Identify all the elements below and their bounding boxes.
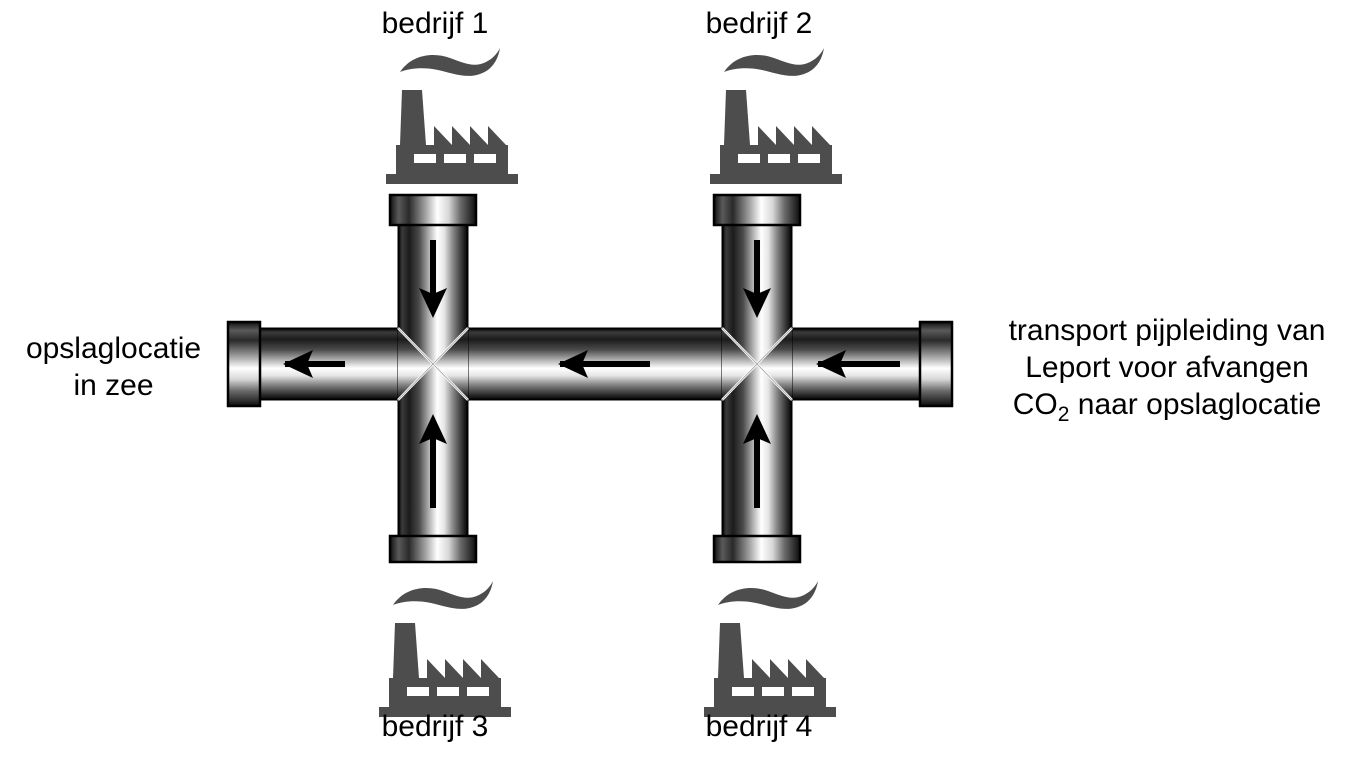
storage-label-line-2: in zee bbox=[73, 369, 154, 402]
co2-formula-text: CO bbox=[1012, 388, 1058, 421]
pipe-cross-junction-right bbox=[721, 327, 793, 401]
factory-icon-4 bbox=[704, 581, 836, 717]
arrow-left-icon-segment-1 bbox=[283, 350, 345, 378]
smoke-plume-icon bbox=[718, 581, 818, 609]
factory-icon-2 bbox=[710, 48, 842, 184]
factory-body-icon bbox=[704, 623, 836, 717]
factory-icon-3 bbox=[379, 581, 511, 717]
factory-body-icon bbox=[710, 90, 842, 184]
smoke-plume-icon bbox=[724, 48, 824, 76]
transport-label-line-3-rest: naar opslaglocatie bbox=[1069, 388, 1322, 421]
arrow-up-icon-branch-right bbox=[743, 414, 771, 508]
storage-label-line-1: opslaglocatie bbox=[25, 332, 202, 365]
transport-label-line-2: Leport voor afvangen bbox=[1025, 351, 1309, 384]
transport-pipeline-label: transport pijpleiding van Leport voor af… bbox=[978, 312, 1356, 433]
factory-label-2: bedrijf 2 bbox=[705, 7, 813, 40]
factory-icon-1 bbox=[386, 48, 518, 184]
smoke-plume-icon bbox=[400, 48, 500, 76]
factory-label-4: bedrijf 4 bbox=[705, 710, 813, 743]
arrow-up-icon-branch-left bbox=[419, 414, 447, 508]
smoke-plume-icon bbox=[393, 581, 493, 609]
pipe-flange-bottom-right bbox=[712, 534, 802, 564]
pipe-flange-top-left bbox=[388, 193, 478, 227]
arrow-left-icon-segment-3 bbox=[816, 350, 900, 378]
pipe-cross-junction-left bbox=[397, 327, 469, 401]
pipe-flange-top-right bbox=[712, 193, 802, 227]
factory-body-icon bbox=[386, 90, 518, 184]
transport-label-line-1: transport pijpleiding van bbox=[1008, 314, 1326, 347]
pipe-flange-bottom-left bbox=[388, 534, 478, 564]
factory-label-1: bedrijf 1 bbox=[381, 7, 489, 40]
factory-body-icon bbox=[379, 623, 511, 717]
factory-label-3: bedrijf 3 bbox=[381, 710, 489, 743]
pipe-flange-right-end bbox=[918, 320, 954, 408]
arrow-down-icon-branch-left bbox=[419, 240, 447, 318]
storage-location-label: opslaglocatie in zee bbox=[6, 330, 221, 404]
arrow-down-icon-branch-right bbox=[743, 240, 771, 318]
arrow-left-icon-segment-2 bbox=[558, 350, 650, 378]
transport-label-line-3: CO2 naar opslaglocatie bbox=[1012, 388, 1322, 426]
pipe-flange-left-end bbox=[226, 320, 262, 408]
co2-subscript: 2 bbox=[1057, 403, 1070, 426]
